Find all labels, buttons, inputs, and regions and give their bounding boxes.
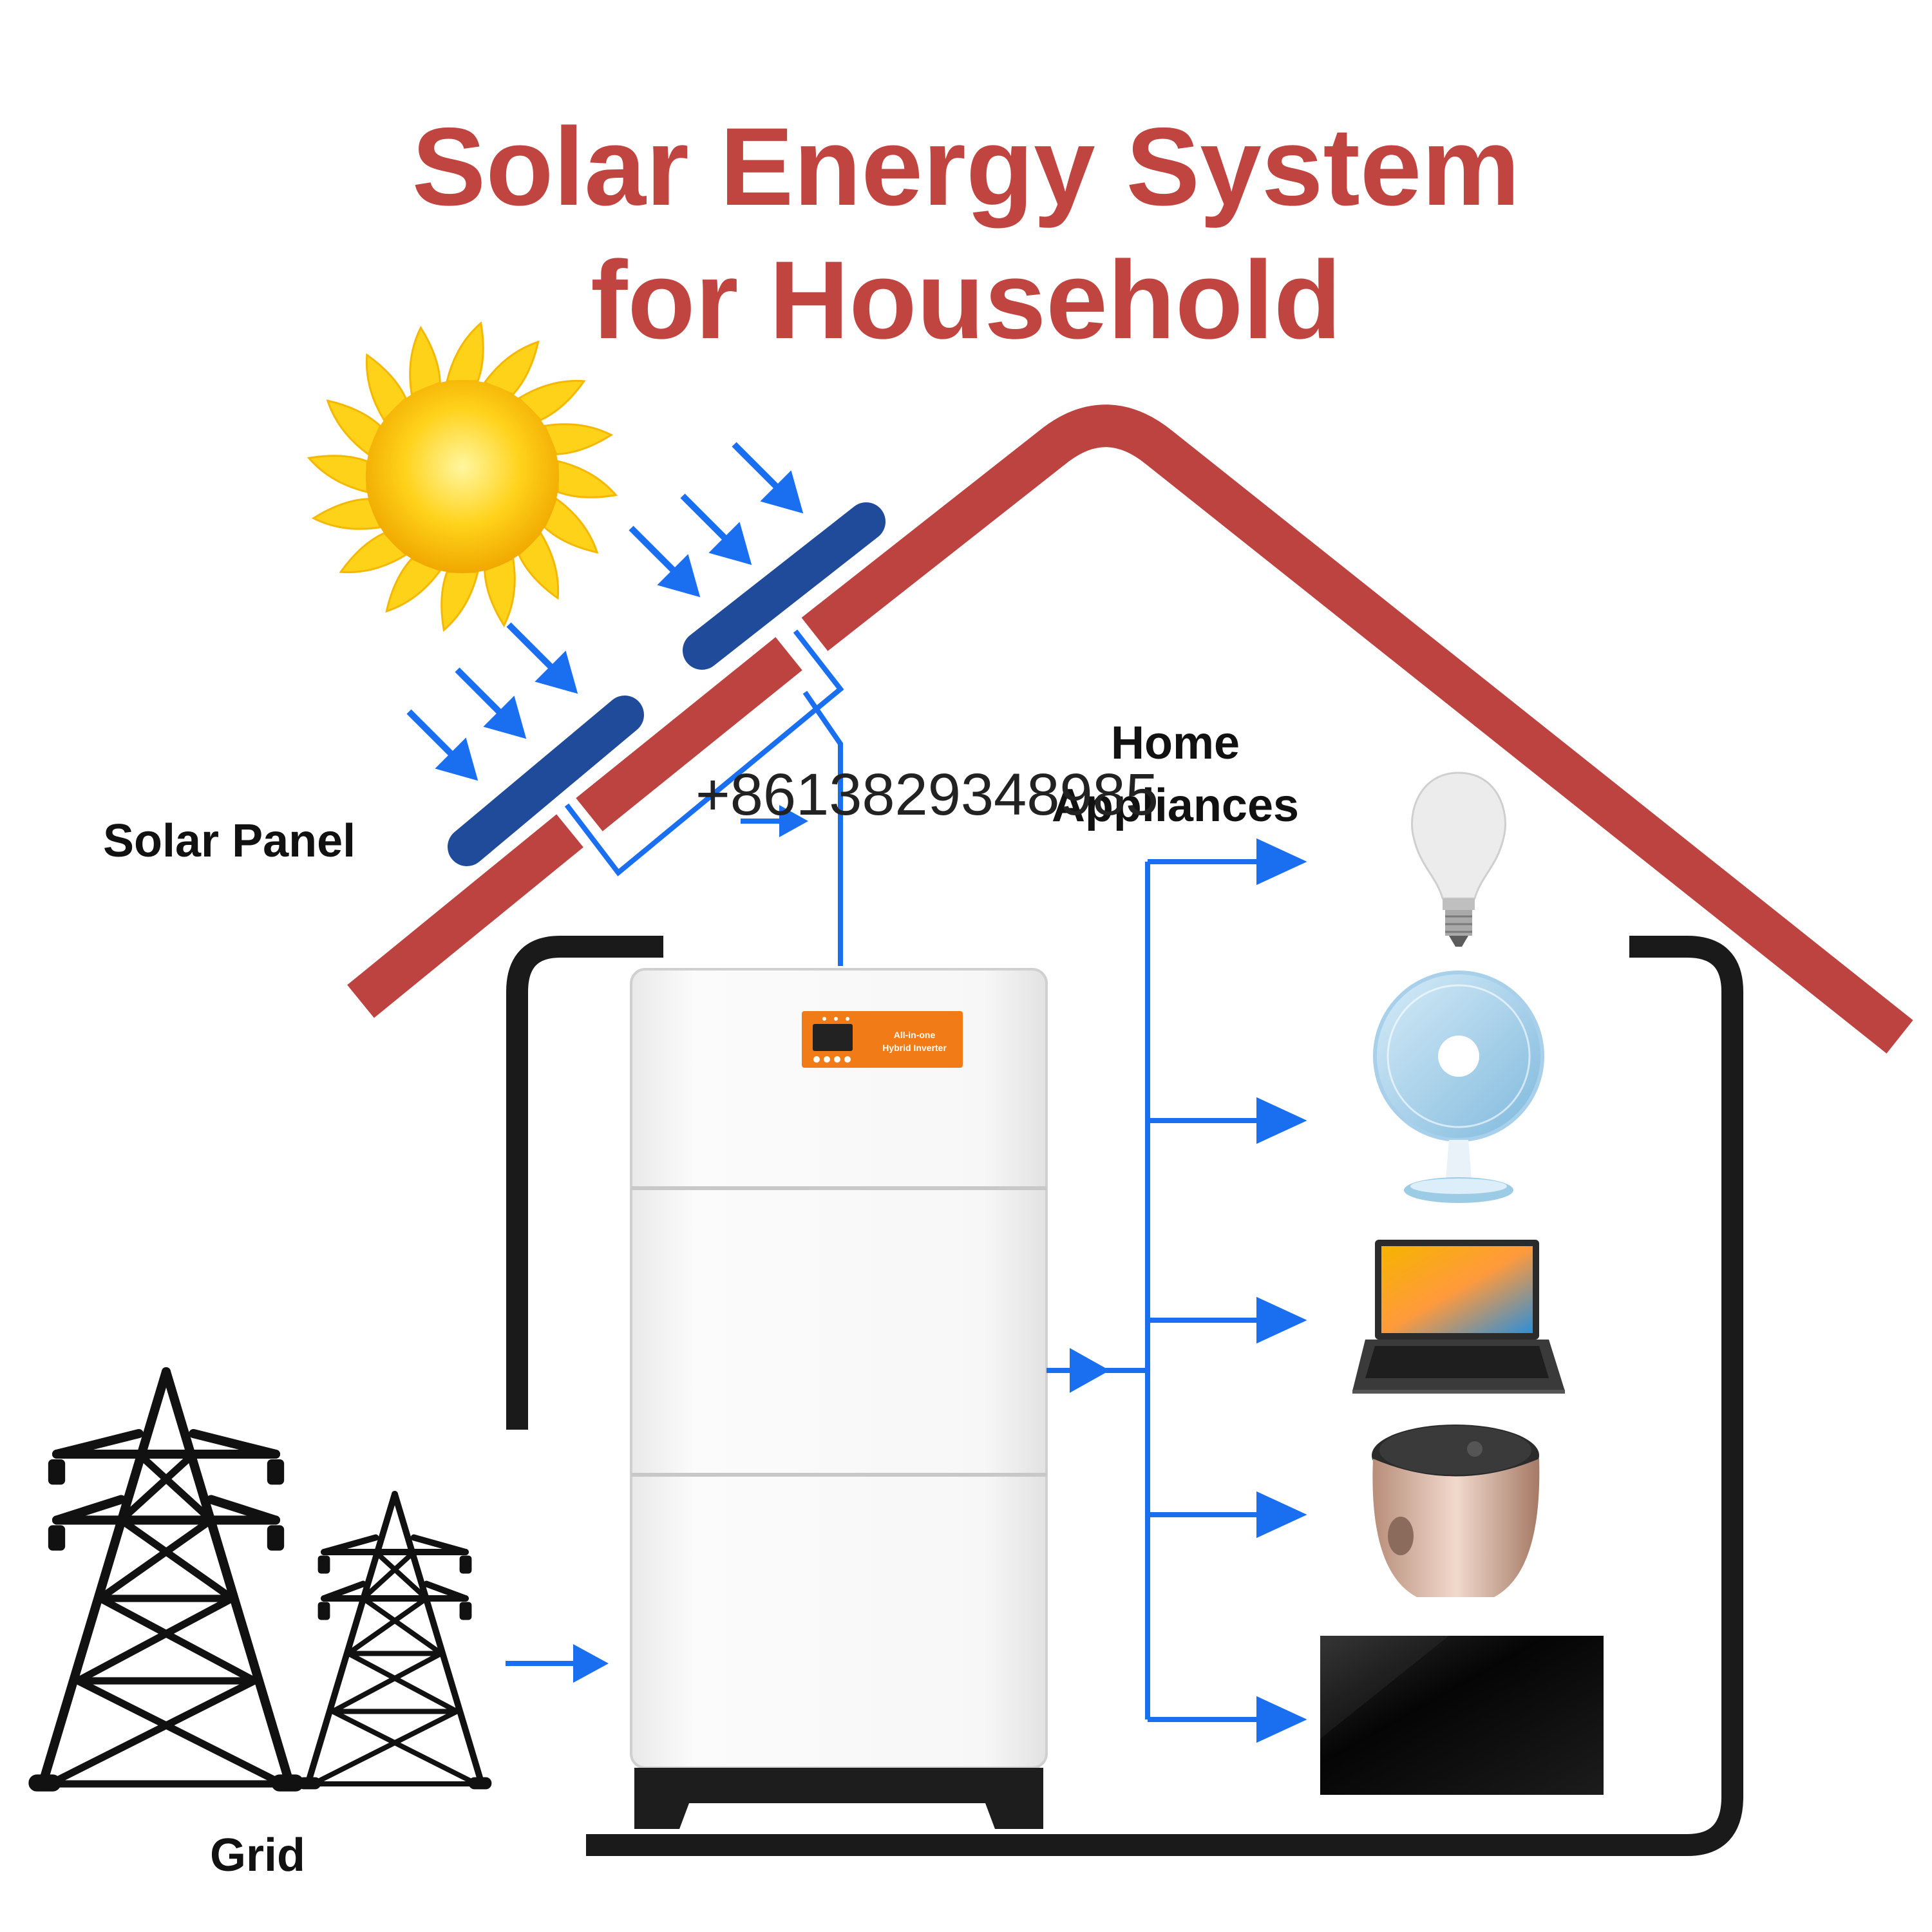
- branch-arrow-tv: [1148, 1696, 1307, 1743]
- distribution-bus: [1046, 838, 1307, 1743]
- sunlight-arrows: [406, 442, 804, 781]
- sun-icon: [307, 321, 618, 632]
- house-walls: [506, 936, 1743, 1856]
- ray-arrow: [455, 667, 527, 739]
- ray-arrow: [406, 709, 478, 781]
- title-line-2: for Household: [591, 238, 1341, 362]
- solar-panels: [448, 502, 886, 866]
- home-appliances-label-line-2: Appliances: [1052, 780, 1299, 831]
- inverter-badge-line-2: Hybrid Inverter: [882, 1043, 947, 1053]
- title-line-1: Solar Energy System: [412, 105, 1520, 229]
- laptop-icon: [1352, 1240, 1565, 1394]
- branch-arrow-cooker: [1148, 1491, 1307, 1539]
- solar-panel-label: Solar Panel: [103, 815, 355, 867]
- branch-arrow-fan: [1148, 1097, 1307, 1144]
- ray-arrow: [680, 493, 752, 565]
- solar-panel-lower: [448, 696, 644, 866]
- roof: [347, 404, 1913, 1054]
- light-bulb-icon: [1411, 772, 1506, 947]
- panel-wiring: [564, 629, 844, 966]
- ray-arrow: [732, 442, 804, 514]
- transmission-tower-small-icon: [298, 1491, 492, 1790]
- grid-to-inverter-arrow: [506, 1644, 609, 1683]
- phone-watermark: +8613829348985: [696, 762, 1159, 828]
- transmission-tower-large-icon: [28, 1367, 304, 1792]
- panel-to-inverter-arrow: [741, 805, 808, 837]
- desk-fan-icon: [1373, 971, 1544, 1203]
- solar-panel-upper: [683, 502, 886, 670]
- ray-arrow: [506, 622, 578, 694]
- home-appliances-label-line-1: Home: [1111, 717, 1240, 769]
- rice-cooker-icon: [1372, 1425, 1540, 1597]
- branch-arrow-laptop: [1148, 1296, 1307, 1344]
- ray-arrow: [629, 526, 701, 598]
- inverter-badge-line-1: All-in-one: [894, 1030, 936, 1040]
- grid-label: Grid: [210, 1830, 305, 1881]
- inverter-display: [813, 1024, 853, 1051]
- television-icon: [1320, 1636, 1604, 1795]
- branch-arrow-bulb: [1148, 838, 1307, 886]
- hybrid-inverter-battery-stack: All-in-one Hybrid Inverter: [630, 968, 1048, 1829]
